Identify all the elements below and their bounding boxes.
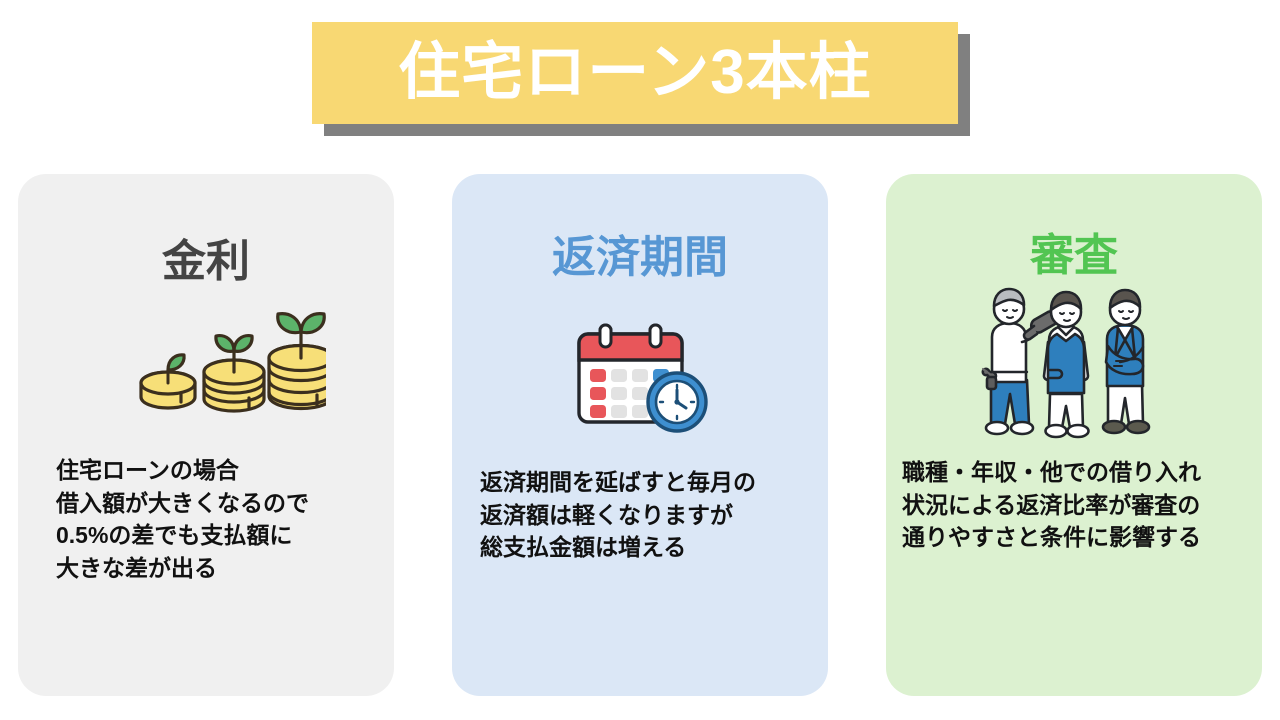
card-heading-screening: 審査 [1030, 231, 1118, 280]
title-banner-band: 住宅ローン3本柱 [312, 22, 958, 124]
page-title: 住宅ローン3本柱 [398, 38, 872, 107]
coin-stacks-sprout-icon [18, 306, 394, 426]
cards-row: 金利 [18, 174, 1262, 696]
card-repayment-period[interactable]: 返済期間 [452, 174, 828, 696]
three-people-icon [886, 282, 1262, 452]
card-body-screening: 職種・年収・他での借り入れ 状況による返済比率が審査の 通りやすさと条件に影響す… [902, 459, 1201, 551]
card-body-repayment-period: 返済期間を延ばすと毎月の 返済額は軽くなりますが 総支払金額は増える [480, 469, 756, 561]
calendar-clock-icon [452, 314, 828, 434]
title-banner: 住宅ローン3本柱 [312, 22, 970, 136]
card-heading-interest-rate: 金利 [162, 237, 250, 286]
card-interest-rate[interactable]: 金利 [18, 174, 394, 696]
card-body-interest-rate: 住宅ローンの場合 借入額が大きくなるので 0.5%の差でも支払額に 大きな差が出… [56, 457, 309, 581]
card-screening[interactable]: 審査 [886, 174, 1262, 696]
card-heading-repayment-period: 返済期間 [552, 233, 728, 282]
